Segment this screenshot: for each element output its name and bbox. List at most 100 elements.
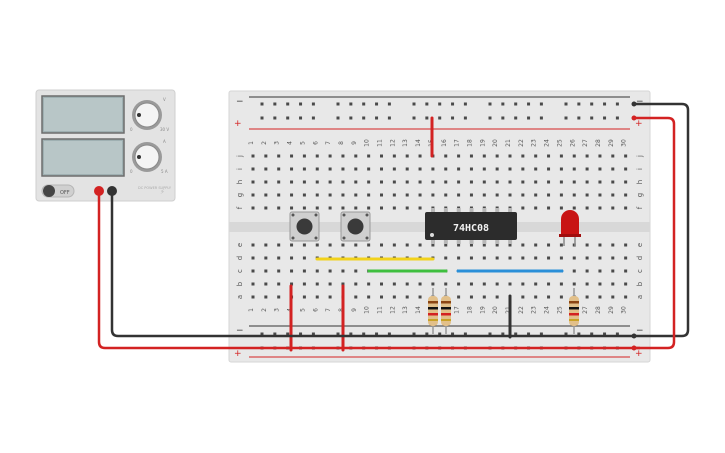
column-label: 25 [556,139,563,147]
rail-minus-tl: − [236,97,244,107]
column-label: 10 [364,139,371,147]
dial1-max: 30 V [160,127,169,132]
row-label: f [236,206,244,209]
column-label: 7 [325,141,332,145]
rail-negative-bridge-wire[interactable] [634,102,690,338]
rail-positive-bridge-wire[interactable] [634,116,676,350]
column-label: 4 [287,141,294,145]
column-label: 28 [595,139,602,147]
column-label: 11 [377,139,384,147]
row-label: g [636,193,644,197]
column-label: 2 [261,141,268,145]
chip-label: 74HC08 [453,223,489,234]
column-label: 16 [441,139,448,147]
row-label: e [636,243,644,247]
column-label: 24 [544,139,551,147]
column-label: 22 [518,306,525,314]
resistor-2[interactable] [441,288,451,334]
voltage-knob[interactable] [132,100,162,130]
row-label: h [236,180,244,184]
dial2-tag: A [163,139,166,144]
column-label: 13 [402,306,409,314]
column-label: 5 [299,141,306,145]
rail-minus-bl: − [236,326,244,336]
rail-minus-tr: − [636,97,644,107]
row-label: a [636,295,644,299]
column-label: 14 [415,306,422,314]
column-label: 9 [351,141,358,145]
column-label: 20 [492,306,499,314]
column-label: 29 [608,139,615,147]
current-knob[interactable] [132,142,162,172]
push-button-1[interactable] [289,211,320,242]
column-label: 25 [556,306,563,314]
column-label: 11 [377,306,384,314]
ic-chip-74hc08[interactable]: 74HC08 [425,208,517,244]
column-label: 18 [466,139,473,147]
column-label: 10 [364,306,371,314]
row-label: j [636,155,644,158]
column-label: 22 [518,139,525,147]
column-label: 27 [582,139,589,147]
column-label: 7 [325,308,332,312]
row-label: a [236,295,244,299]
row-label: f [636,206,644,209]
column-label: 3 [274,141,281,145]
power-switch[interactable]: OFF [41,184,75,198]
row-label: c [236,269,244,273]
row-label: d [636,256,644,260]
column-label: 19 [479,306,486,314]
column-label: 12 [389,139,396,147]
dial1-min: 0 [130,127,133,132]
column-label: 3 [274,308,281,312]
column-label: 14 [415,139,422,147]
column-label: 1 [248,141,255,145]
row-label: j [236,155,244,158]
row-label: d [236,256,244,260]
column-label: 13 [402,139,409,147]
red-led[interactable] [559,210,581,246]
column-label: 19 [479,139,486,147]
column-label: 28 [595,306,602,314]
column-label: 17 [454,306,461,314]
row-label: c [636,269,644,273]
rail-plus-bl: + [234,349,242,359]
rail-minus-br: − [636,326,644,336]
row-label: h [636,180,644,184]
row-label: i [636,168,644,170]
column-label: 17 [454,139,461,147]
push-button-2[interactable] [340,211,371,242]
column-label: 27 [582,306,589,314]
column-label: 5 [299,308,306,312]
column-label: 6 [312,141,319,145]
rail-plus-tr: + [635,119,643,129]
column-label: 30 [621,139,628,147]
brand-label: DC POWER SUPPLY [138,186,172,190]
column-label: 26 [569,139,576,147]
power-supply[interactable]: 0 30 V V 0 5 A A OFF DC POWER SUPPLY ⚡ [35,89,176,202]
column-label: 24 [544,306,551,314]
column-label: 18 [466,306,473,314]
power-switch-label: OFF [60,190,70,196]
dial1-tag: V [163,97,166,102]
row-label: i [236,168,244,170]
dial2-max: 5 A [161,169,168,174]
resistor-1[interactable] [428,288,438,334]
column-label: 29 [608,306,615,314]
column-label: 6 [312,308,319,312]
column-label: 8 [338,308,345,312]
column-label: 23 [531,139,538,147]
column-label: 9 [351,308,358,312]
row-label: b [236,281,244,286]
rail-plus-tl: + [234,119,242,129]
resistor-3[interactable] [569,288,579,334]
column-label: 8 [338,141,345,145]
column-labels: 1122334455667788991010111112121313141415… [248,139,628,314]
column-label: 1 [248,308,255,312]
supply-negative-wire[interactable] [110,191,634,338]
column-label: 30 [621,306,628,314]
column-label: 12 [389,306,396,314]
row-label: b [636,281,644,286]
